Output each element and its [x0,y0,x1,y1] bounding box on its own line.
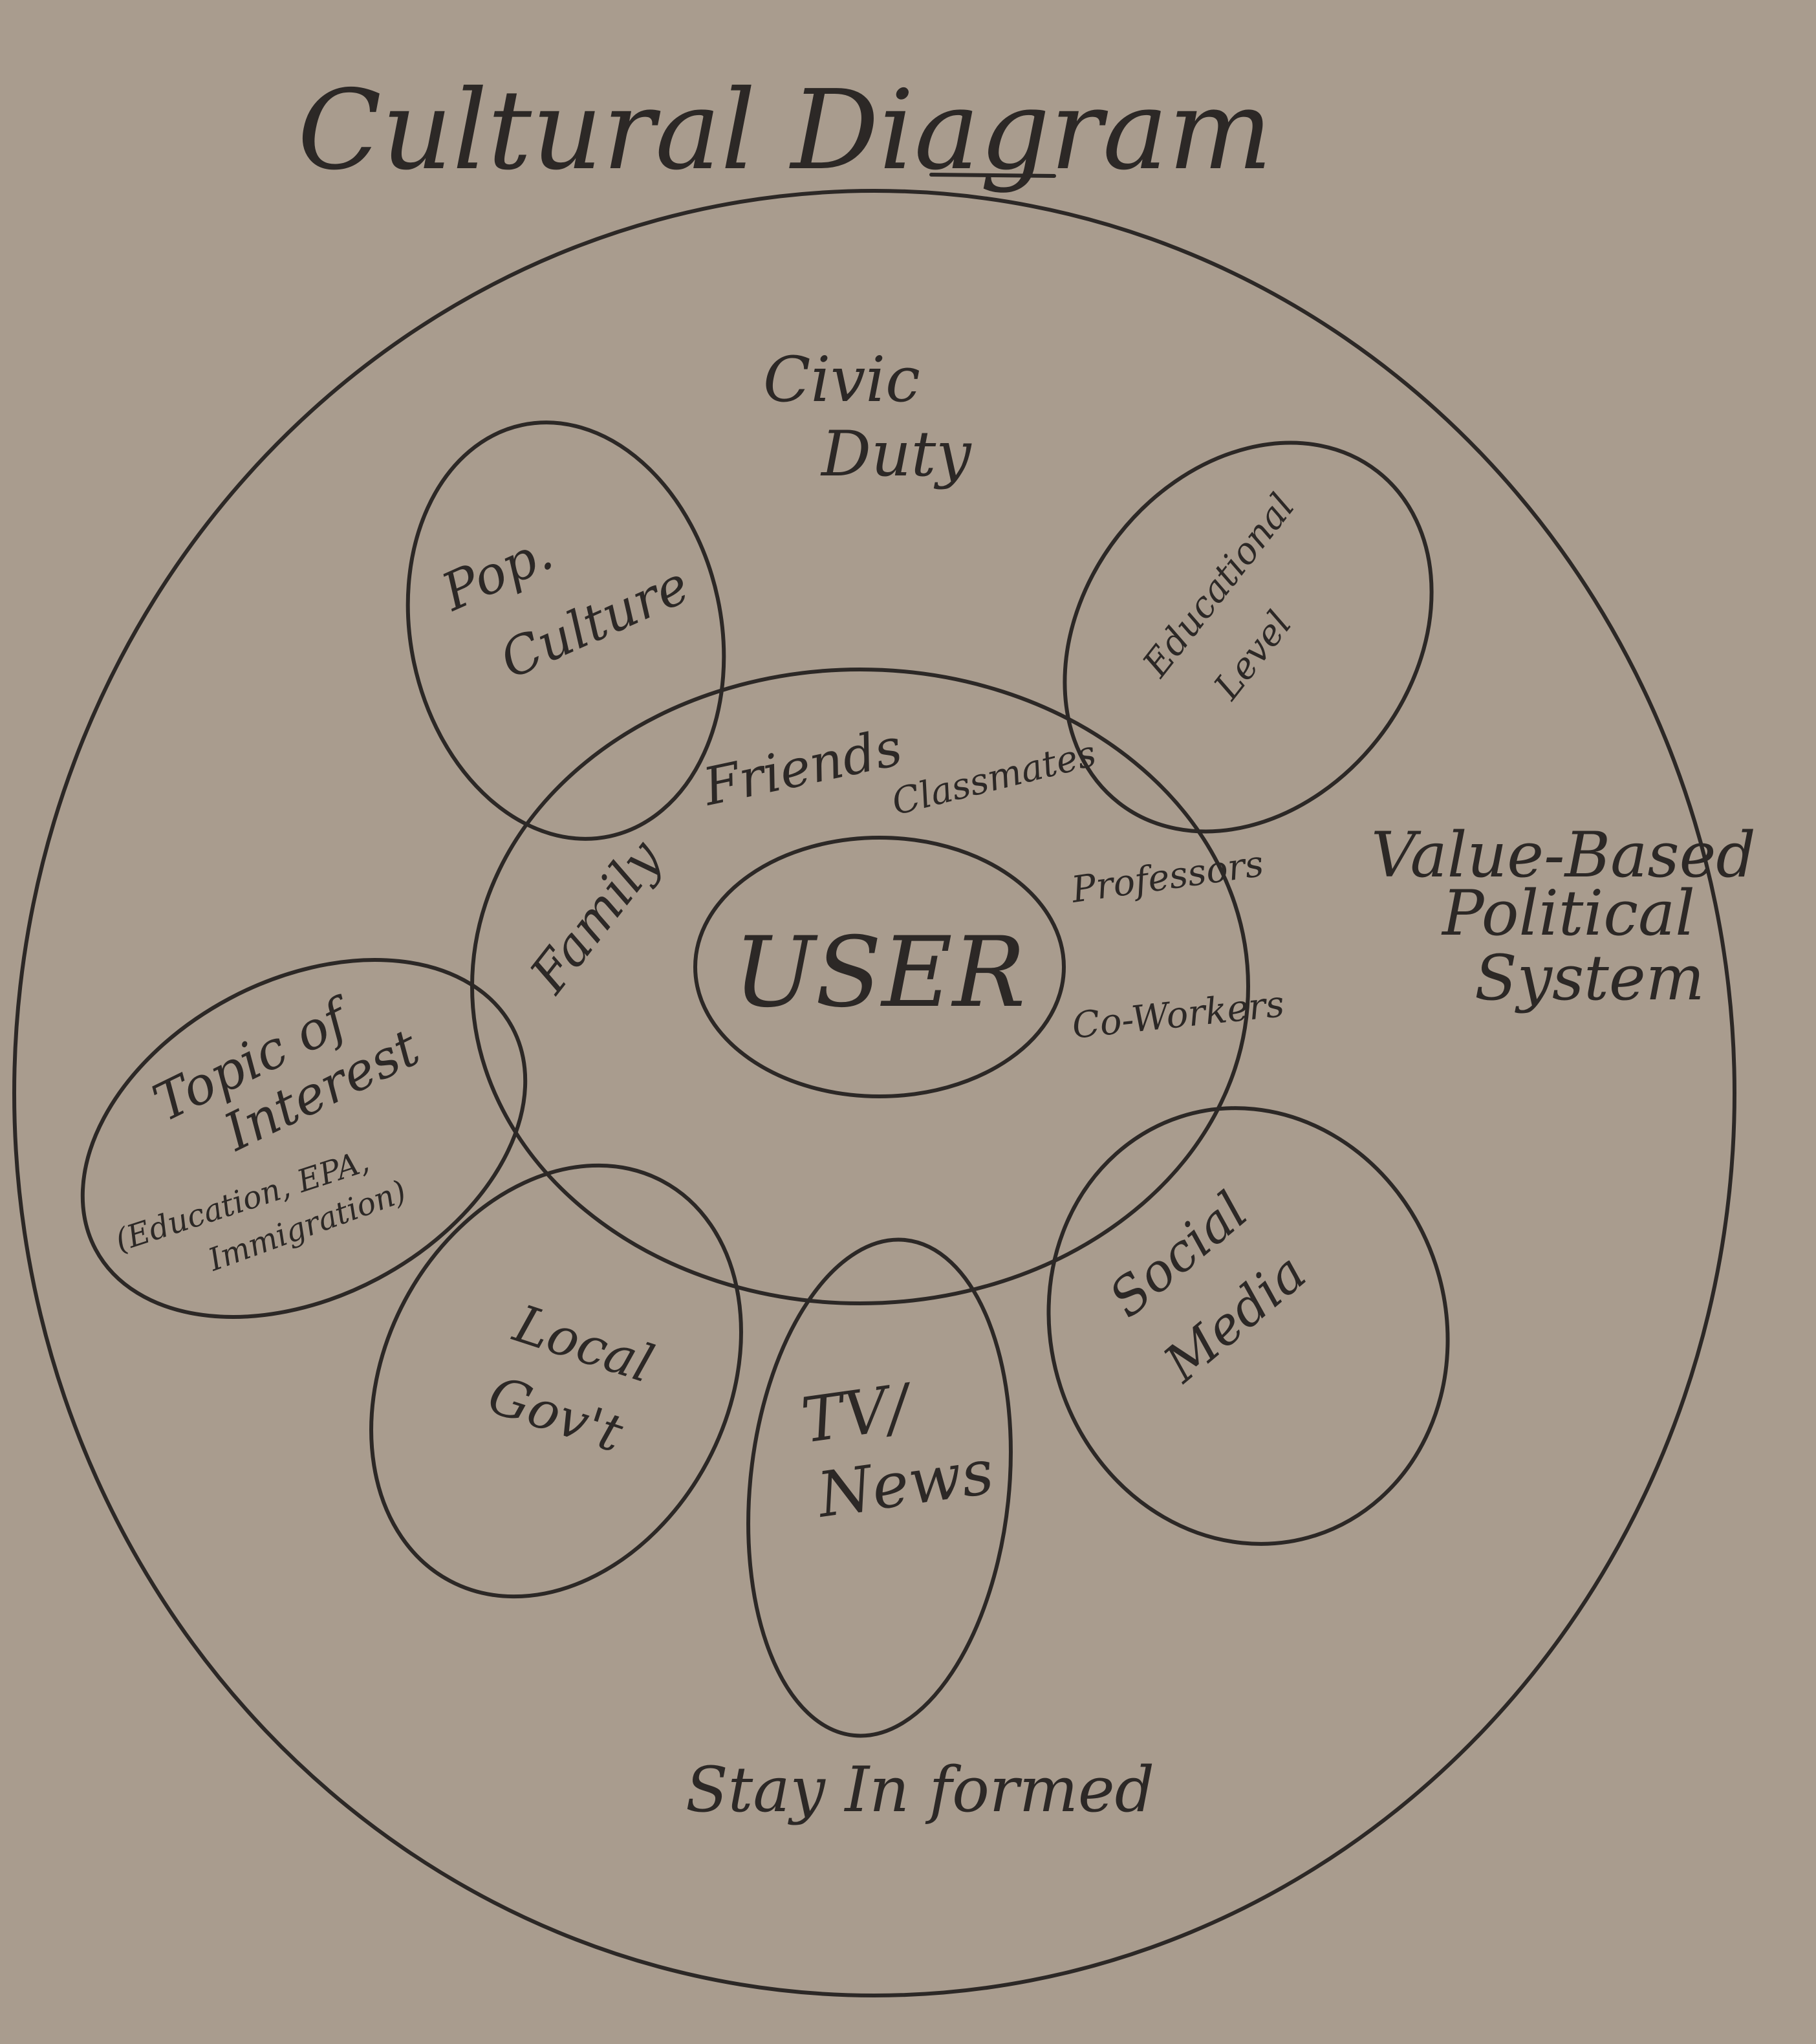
petal-tv-news [746,1237,1013,1738]
petal-educational-level-line2: Level [1205,603,1300,708]
inner-label-friends: Friends [697,717,907,818]
title-underline [929,173,1056,178]
petal-tv-news-line1: TV/ [797,1370,919,1457]
inner-label-co-workers: Co-Workers [1070,983,1286,1047]
petal-local-govt [369,1163,743,1599]
diagram-title: Cultural Diagram [297,67,1272,195]
outer-label-right-line3: System [1475,942,1705,1014]
outer-label-top-line1: Civic [763,343,920,416]
inner-label-professors: Professors [1068,843,1266,911]
user-ellipse [693,836,1066,1098]
petal-pop-culture [405,420,726,841]
user-label: USER [733,917,1026,1029]
outer-label-right-line2: Political [1441,877,1695,950]
petal-pop-culture-line1: Pop. [432,521,561,623]
outer-circle [12,189,1736,1997]
petal-social-media [1046,1106,1450,1546]
outer-label-bottom: Stay In formed [686,1754,1154,1826]
inner-label-family: Family [517,828,674,1005]
petal-educational-level [1063,440,1434,834]
outer-label-top-line2: Duty [820,418,972,490]
inner-label-classmates: Classmates [888,732,1101,823]
petal-topic-of-interest [80,958,528,1319]
outer-label-right-line1: Value-Based [1371,819,1756,891]
